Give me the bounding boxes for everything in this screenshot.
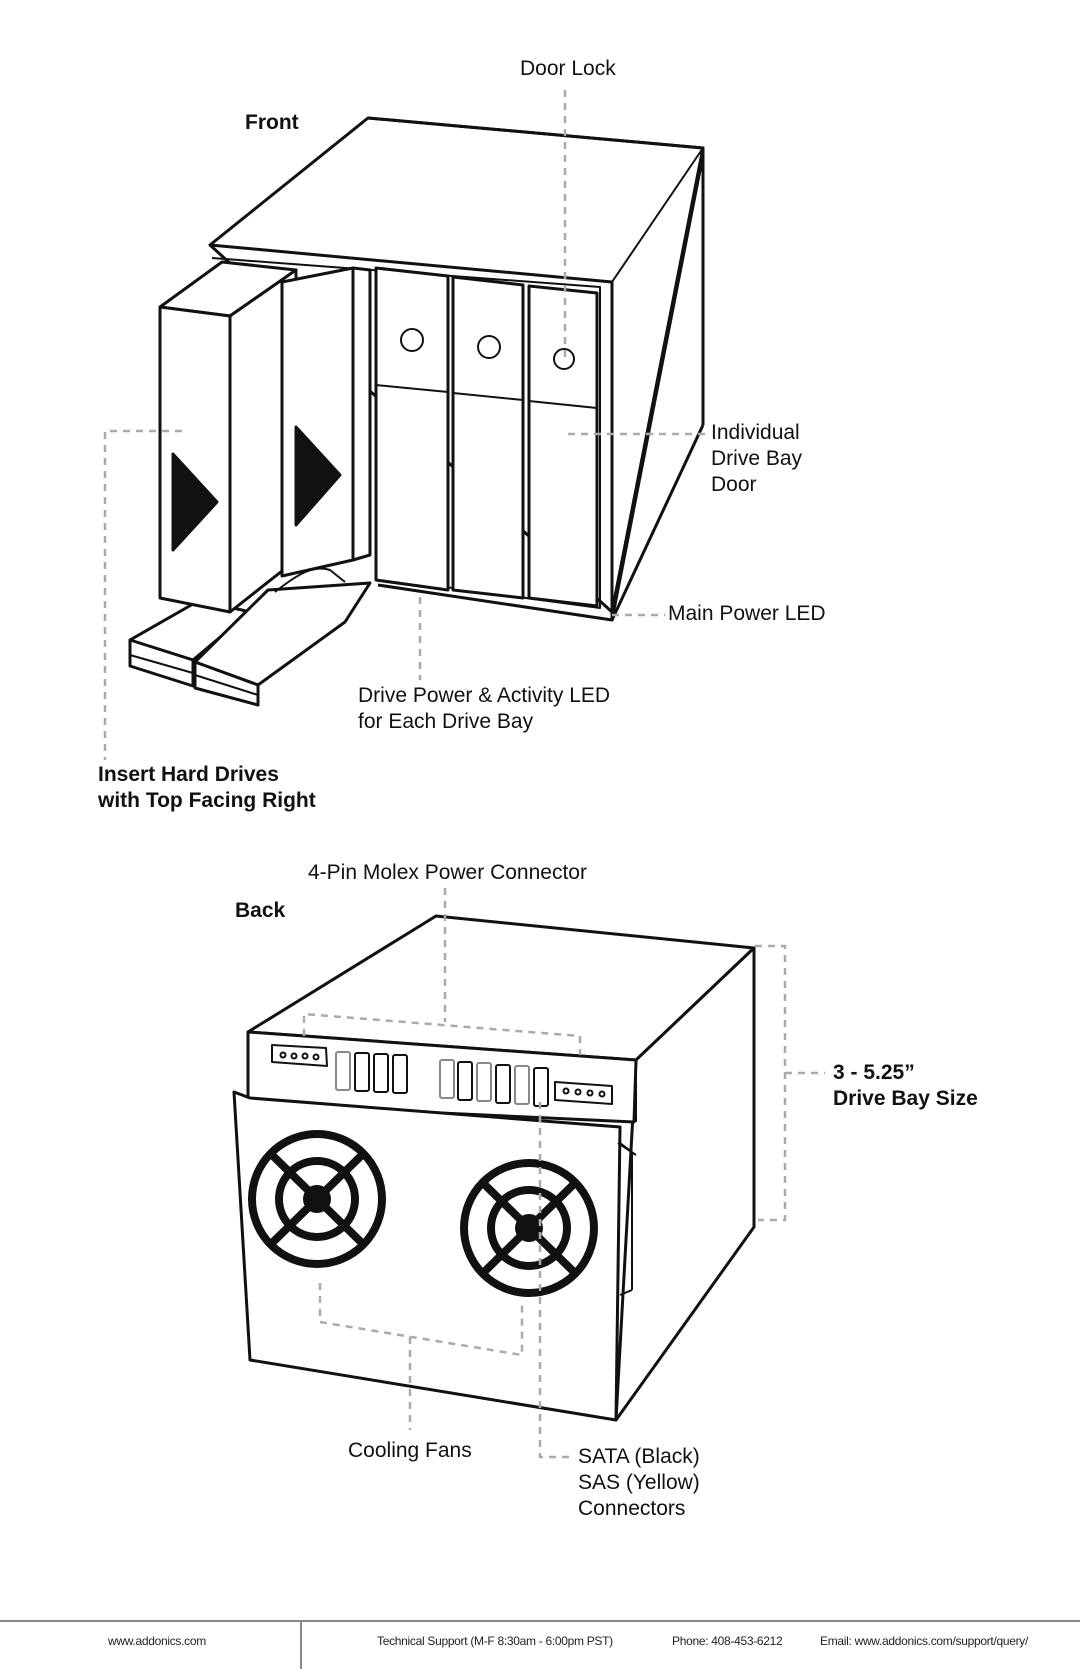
drive-bay-door-label: Individual Drive Bay Door xyxy=(711,421,803,496)
drive-bay-door-1 xyxy=(374,266,450,592)
inserted-drive-right xyxy=(193,266,372,707)
activity-led-label: Drive Power & Activity LED for Each Driv… xyxy=(358,684,611,733)
cooling-fan-left xyxy=(248,1130,386,1268)
back-heading: Back xyxy=(235,899,286,922)
back-enclosure xyxy=(232,914,756,1422)
inserted-drive-left xyxy=(128,260,298,688)
footer-email[interactable]: Email: www.addonics.com/support/query/ xyxy=(820,1634,1029,1648)
footer-column-divider xyxy=(300,1620,302,1669)
footer-divider xyxy=(0,1620,1080,1622)
footer-phone: Phone: 408-453-6212 xyxy=(672,1634,783,1648)
molex-leader xyxy=(302,888,582,1055)
drive-bay-door-2 xyxy=(451,275,525,600)
molex-connector-label: 4-Pin Molex Power Connector xyxy=(308,861,587,884)
bay-size-bracket xyxy=(755,944,825,1222)
footer-website[interactable]: www.addonics.com xyxy=(108,1634,206,1648)
connectors-label: SATA (Black) SAS (Yellow) Connectors xyxy=(578,1445,700,1520)
sata-sas-ports-group-left xyxy=(335,1051,408,1094)
cooling-fan-right xyxy=(460,1159,598,1297)
front-heading: Front xyxy=(245,111,299,134)
drive-bay-size-label: 3 - 5.25” Drive Bay Size xyxy=(833,1061,978,1110)
cooling-fans-label: Cooling Fans xyxy=(348,1439,472,1462)
door-lock-label: Door Lock xyxy=(520,57,616,80)
molex-connector-right xyxy=(554,1081,613,1105)
main-power-led-label: Main Power LED xyxy=(668,602,826,625)
sata-sas-ports-group-right xyxy=(439,1059,549,1107)
insert-drives-label: Insert Hard Drives with Top Facing Right xyxy=(98,763,316,812)
connectors-leader xyxy=(538,1102,574,1459)
footer-support-hours: Technical Support (M-F 8:30am - 6:00pm P… xyxy=(377,1634,613,1648)
fans-leader xyxy=(318,1283,524,1430)
drive-bay-door-3 xyxy=(527,284,599,608)
molex-connector-left xyxy=(271,1044,328,1067)
